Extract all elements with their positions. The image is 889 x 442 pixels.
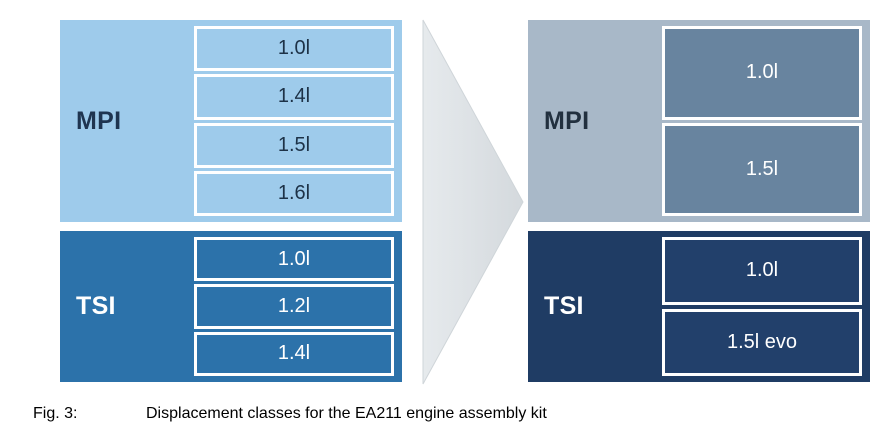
displacement-box: 1.5l evo <box>662 308 862 376</box>
right-mpi-box-list: 1.0l 1.5l <box>662 20 870 222</box>
left-mpi-box-list: 1.0l 1.4l 1.5l 1.6l <box>194 20 402 222</box>
displacement-box: 1.0l <box>194 26 394 72</box>
displacement-box: 1.0l <box>662 237 862 305</box>
right-tsi-box-list: 1.0l 1.5l evo <box>662 231 870 382</box>
right-tsi-group: TSI 1.0l 1.5l evo <box>528 231 870 382</box>
figure-caption-text: Displacement classes for the EA211 engin… <box>146 405 547 422</box>
left-tsi-label: TSI <box>76 292 116 320</box>
displacement-box: 1.4l <box>194 74 394 120</box>
displacement-box: 1.5l <box>662 122 862 216</box>
right-mpi-label: MPI <box>544 106 590 135</box>
left-tsi-group: TSI 1.0l 1.2l 1.4l <box>60 231 402 382</box>
displacement-box: 1.0l <box>194 237 394 282</box>
left-mpi-label: MPI <box>76 106 122 135</box>
left-mpi-group: MPI 1.0l 1.4l 1.5l 1.6l <box>60 20 402 222</box>
displacement-box: 1.5l <box>194 122 394 168</box>
displacement-box: 1.4l <box>194 331 394 376</box>
right-mpi-group: MPI 1.0l 1.5l <box>528 20 870 222</box>
figure-caption: Fig. 3: Displacement classes for the EA2… <box>33 405 547 423</box>
displacement-box: 1.2l <box>194 284 394 329</box>
right-tsi-label: TSI <box>544 292 584 320</box>
left-tsi-box-list: 1.0l 1.2l 1.4l <box>194 231 402 382</box>
displacement-box: 1.6l <box>194 170 394 216</box>
figure-number: Fig. 3: <box>33 405 78 422</box>
displacement-box: 1.0l <box>662 26 862 120</box>
right-arrow-icon <box>417 18 527 386</box>
